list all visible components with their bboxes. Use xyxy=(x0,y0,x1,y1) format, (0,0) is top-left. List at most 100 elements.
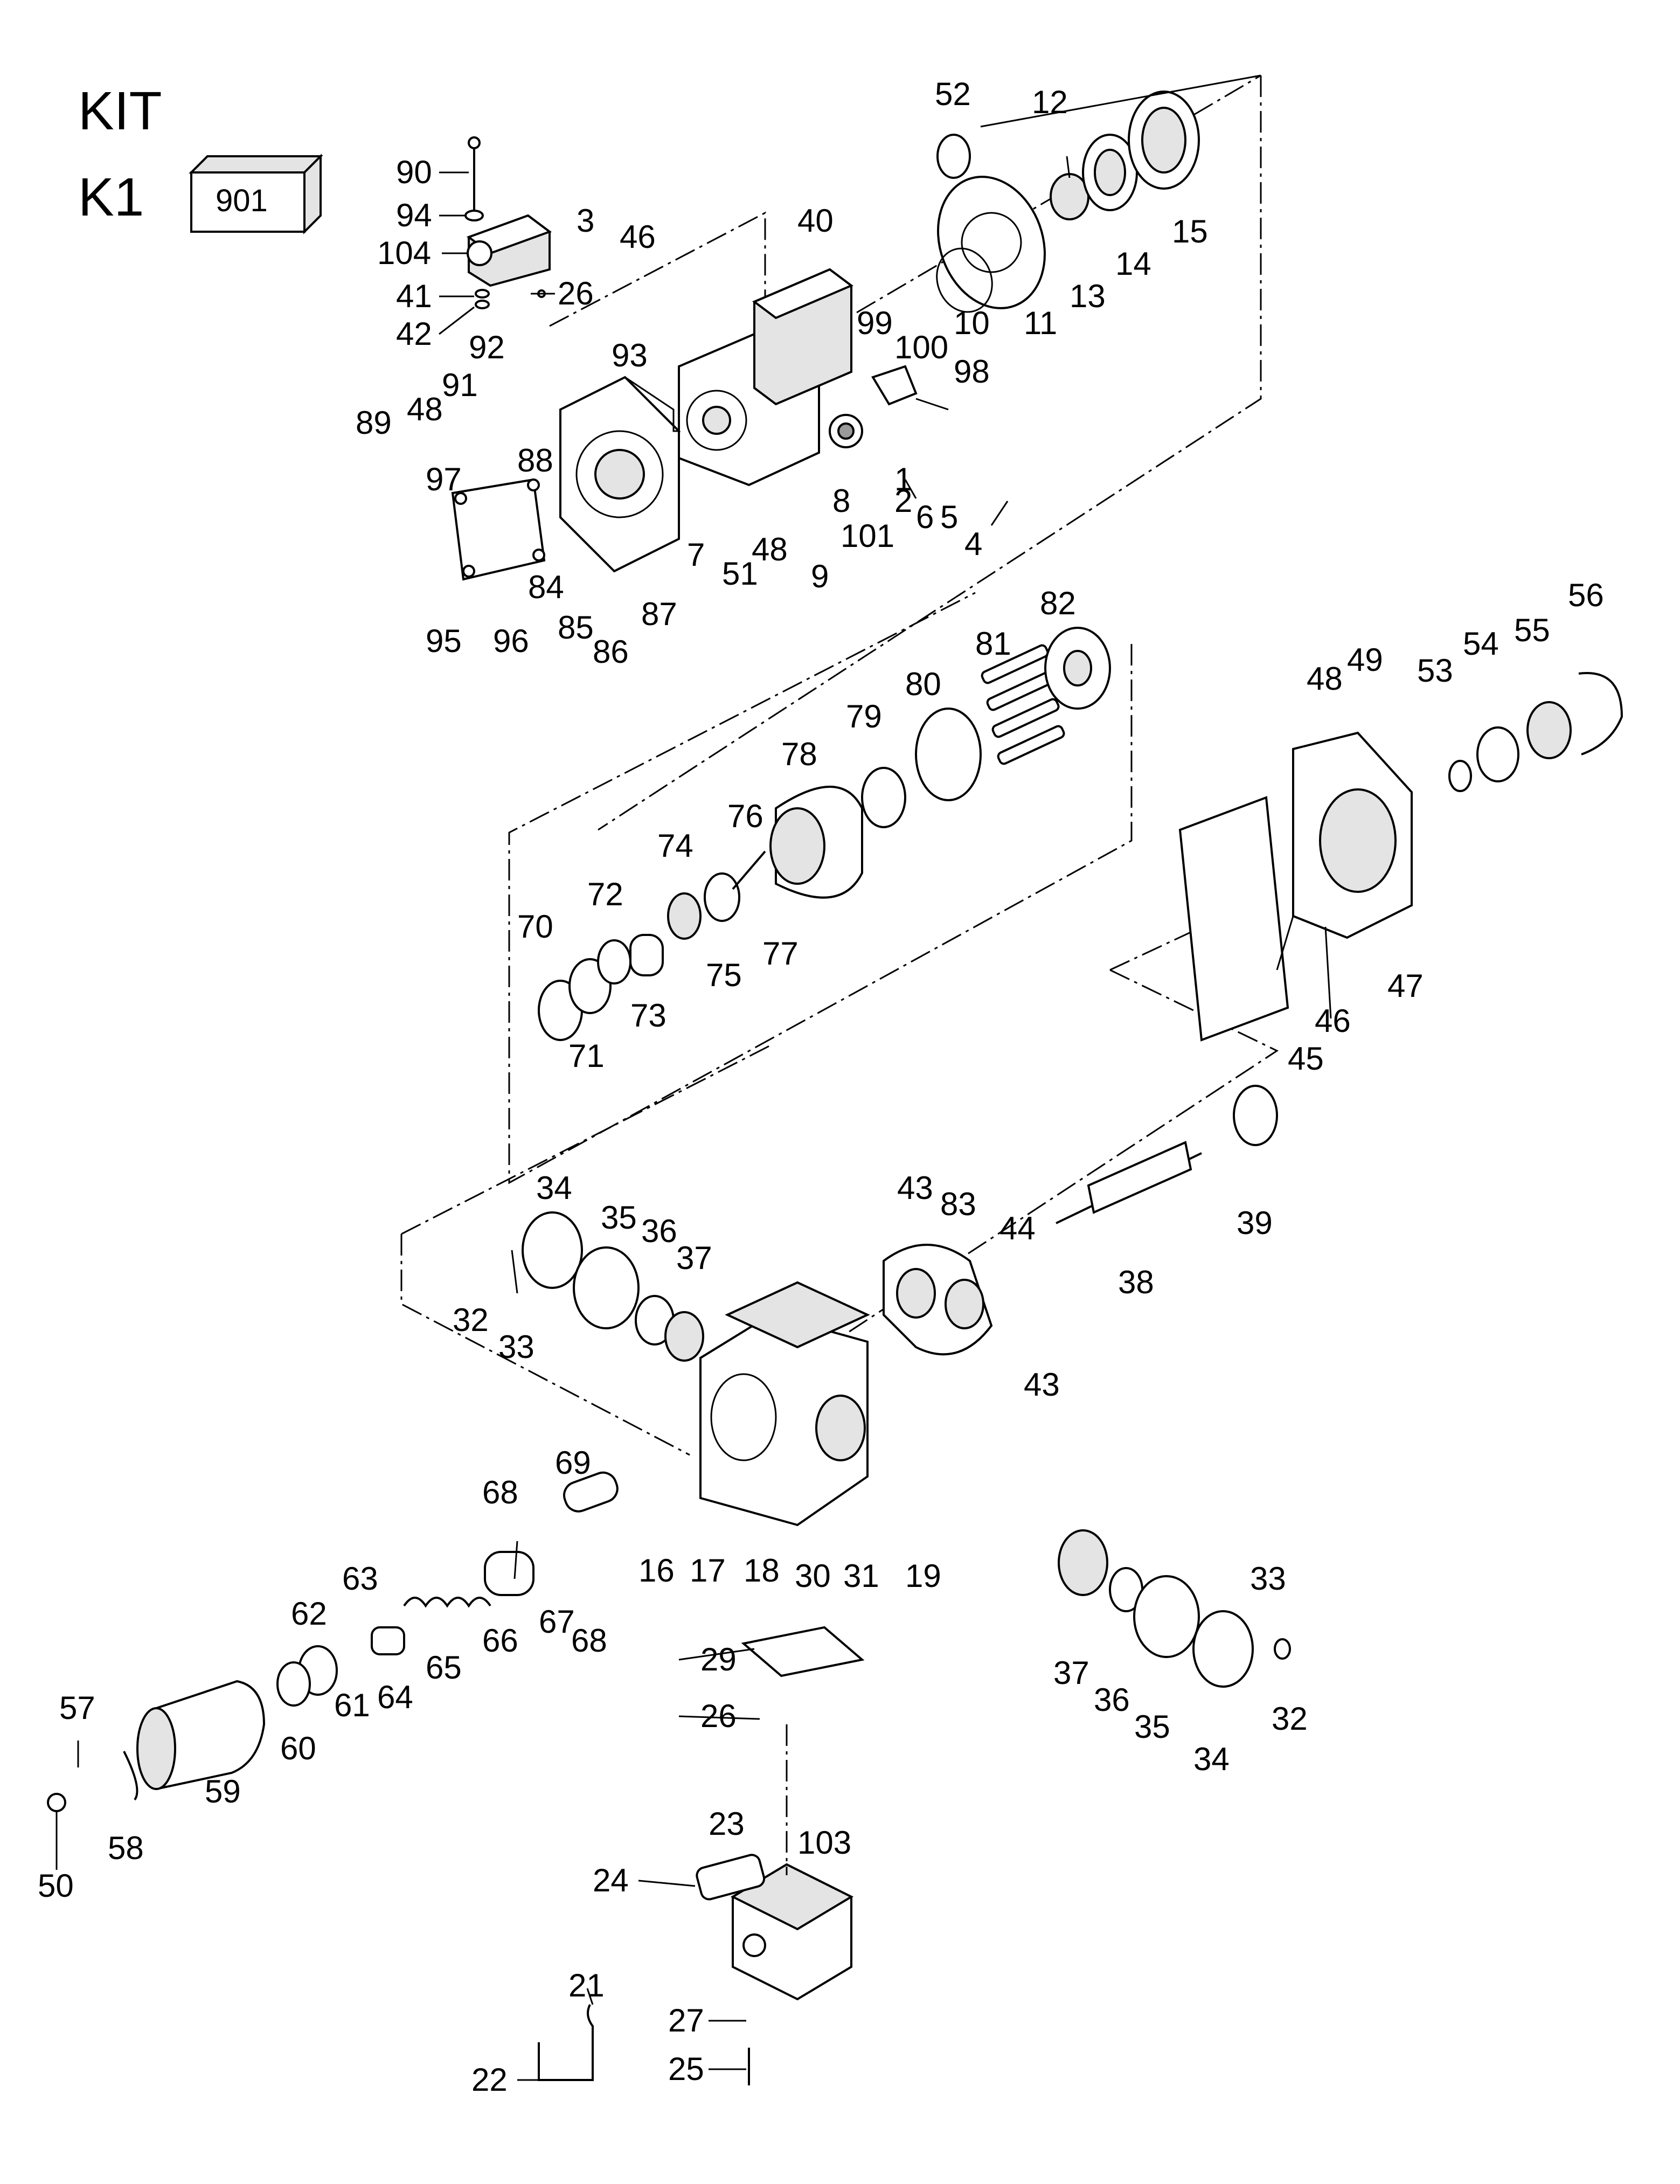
part-label: 100 xyxy=(894,329,948,365)
part-label: 3 xyxy=(577,203,594,239)
part-label: 48 xyxy=(407,391,443,427)
part-label: 48 xyxy=(1307,661,1343,697)
part-label: 95 xyxy=(426,623,462,659)
part-label: 30 xyxy=(795,1558,831,1594)
part-label: 32 xyxy=(1272,1701,1308,1737)
part-label: 33 xyxy=(498,1329,534,1365)
part-label: 10 xyxy=(954,305,990,341)
part-label: 36 xyxy=(641,1213,677,1249)
part-label: 16 xyxy=(638,1552,675,1589)
part-label: 4 xyxy=(964,526,982,562)
part-label: 37 xyxy=(1053,1655,1089,1691)
part-label: 62 xyxy=(291,1596,327,1632)
output-flange xyxy=(1178,672,1623,1042)
part-label: 27 xyxy=(668,2002,704,2039)
part-label: 47 xyxy=(1387,968,1424,1004)
kit-box-number: 901 xyxy=(216,183,268,218)
part-label: 9 xyxy=(811,558,829,594)
part-label: 64 xyxy=(377,1679,413,1715)
kit-label: KIT xyxy=(78,81,162,141)
part-label: 73 xyxy=(630,997,667,1034)
part-label: 79 xyxy=(846,698,882,734)
part-label: 2 xyxy=(894,483,912,519)
part-label: 35 xyxy=(1134,1709,1170,1745)
part-label: 6 xyxy=(916,499,934,535)
part-label: 34 xyxy=(536,1170,572,1206)
part-label: 11 xyxy=(1024,305,1057,341)
part-label: 82 xyxy=(1040,585,1076,621)
part-label: 84 xyxy=(528,569,564,605)
part-label: 37 xyxy=(676,1240,712,1276)
part-label: 7 xyxy=(687,537,705,573)
part-label: 61 xyxy=(334,1687,370,1723)
part-label: 92 xyxy=(469,329,505,365)
part-label: 86 xyxy=(593,634,629,670)
kit-box: 901 xyxy=(189,154,323,234)
part-label: 69 xyxy=(555,1445,591,1481)
part-label: 103 xyxy=(797,1825,851,1861)
part-label: 57 xyxy=(59,1690,95,1726)
part-label: 41 xyxy=(396,278,432,314)
part-label: 26 xyxy=(700,1698,737,1734)
part-label: 59 xyxy=(205,1773,241,1809)
part-label: 83 xyxy=(940,1186,976,1222)
part-label: 43 xyxy=(897,1170,933,1206)
part-label: 87 xyxy=(641,596,677,632)
part-label: 68 xyxy=(482,1474,518,1510)
part-label: 77 xyxy=(762,935,799,972)
part-label: 94 xyxy=(396,197,432,233)
part-label: 90 xyxy=(396,154,432,190)
part-label: 60 xyxy=(280,1730,316,1766)
part-label: 39 xyxy=(1237,1205,1273,1241)
part-label: 21 xyxy=(568,1967,605,2003)
part-label: 17 xyxy=(690,1552,726,1589)
part-label: 71 xyxy=(568,1038,605,1074)
part-label: 74 xyxy=(657,828,693,864)
part-label: 78 xyxy=(781,736,817,772)
leader-lines xyxy=(55,156,1332,2081)
part-label: 65 xyxy=(426,1649,462,1686)
part-label: 13 xyxy=(1070,278,1106,314)
bearing-cap-upper xyxy=(522,1211,704,1362)
part-label: 26 xyxy=(558,275,594,311)
rotary-group xyxy=(538,627,1111,1041)
part-label: 38 xyxy=(1118,1264,1154,1300)
part-label: 63 xyxy=(342,1561,378,1597)
part-label: 15 xyxy=(1172,213,1208,249)
part-label: 12 xyxy=(1032,84,1068,120)
part-label: 85 xyxy=(558,609,594,646)
part-label: 52 xyxy=(935,76,971,112)
part-label: 42 xyxy=(396,316,432,352)
part-label: 104 xyxy=(377,235,431,271)
part-label: 80 xyxy=(905,666,941,702)
part-label: 1 xyxy=(894,461,912,497)
part-label: 76 xyxy=(727,798,763,834)
part-label: 66 xyxy=(482,1623,518,1659)
main-housing xyxy=(699,1085,1278,1527)
part-label: 31 xyxy=(843,1558,879,1594)
part-label: 19 xyxy=(905,1558,941,1594)
part-label: 56 xyxy=(1568,577,1604,613)
part-labels: 90 94 104 41 26 42 3 46 40 52 12 15 14 1… xyxy=(38,76,1604,2098)
part-label: 89 xyxy=(356,405,392,441)
part-label: 5 xyxy=(940,499,958,535)
bearing-cap-lower xyxy=(1058,1529,1291,1688)
part-label: 32 xyxy=(453,1302,489,1338)
part-label: 67 xyxy=(539,1604,575,1640)
part-label: 72 xyxy=(587,876,623,912)
part-label: 14 xyxy=(1115,246,1151,282)
part-label: 33 xyxy=(1250,1561,1286,1597)
part-label: 101 xyxy=(841,518,894,554)
part-label: 50 xyxy=(38,1868,74,1904)
part-label: 40 xyxy=(797,203,834,239)
part-label: 68 xyxy=(571,1623,607,1659)
kit-code: K1 xyxy=(78,167,144,227)
part-label: 34 xyxy=(1193,1741,1230,1777)
part-label: 35 xyxy=(601,1200,637,1236)
part-label: 53 xyxy=(1417,653,1453,689)
part-label: 46 xyxy=(620,219,656,255)
bearing-flange-stack xyxy=(936,74,1261,313)
part-label: 48 xyxy=(752,531,788,567)
